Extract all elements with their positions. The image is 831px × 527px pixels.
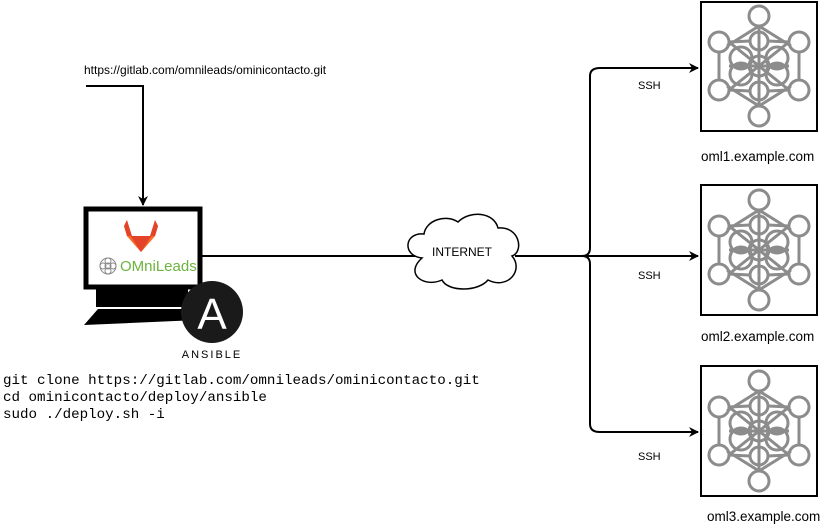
ansible-letter: A [197,290,227,339]
internet-cloud [407,213,520,290]
ssh-label-1: SSH [638,80,661,92]
gitlab-logo-icon [124,220,158,252]
internet-label: INTERNET [432,245,492,259]
server-2-hostname: oml2.example.com [701,329,815,344]
deploy-commands: git clone https://gitlab.com/omnileads/o… [3,373,480,424]
command-line: sudo ./deploy.sh -i [3,407,165,423]
command-line: cd ominicontacto/deploy/ansible [3,390,267,406]
server-2 [700,184,818,316]
ansible-logo: A ANSIBLE [181,281,243,361]
ssh-label-2: SSH [638,270,661,282]
monitor-stand [96,289,188,307]
command-line: git clone https://gitlab.com/omnileads/o… [3,373,480,389]
repo-arrow [86,85,148,206]
server-1 [700,1,818,132]
keyboard [84,309,198,325]
server-3 [700,365,818,497]
monitor-screen [83,206,203,290]
ssh-arrow-3 [581,255,699,437]
ansible-circle [181,281,243,343]
omnileads-logo-text: OMniLeads [120,258,197,275]
server-1-hostname: oml1.example.com [701,149,815,164]
ssh-arrow-1 [581,63,699,257]
omnileads-logo-icon [99,257,117,275]
ssh-label-3: SSH [638,451,661,463]
workstation: OMniLeads [83,206,203,325]
ansible-label: ANSIBLE [182,349,242,361]
repo-url-label: https://gitlab.com/omnileads/ominicontac… [84,63,327,77]
server-3-hostname: oml3.example.com [707,509,821,524]
